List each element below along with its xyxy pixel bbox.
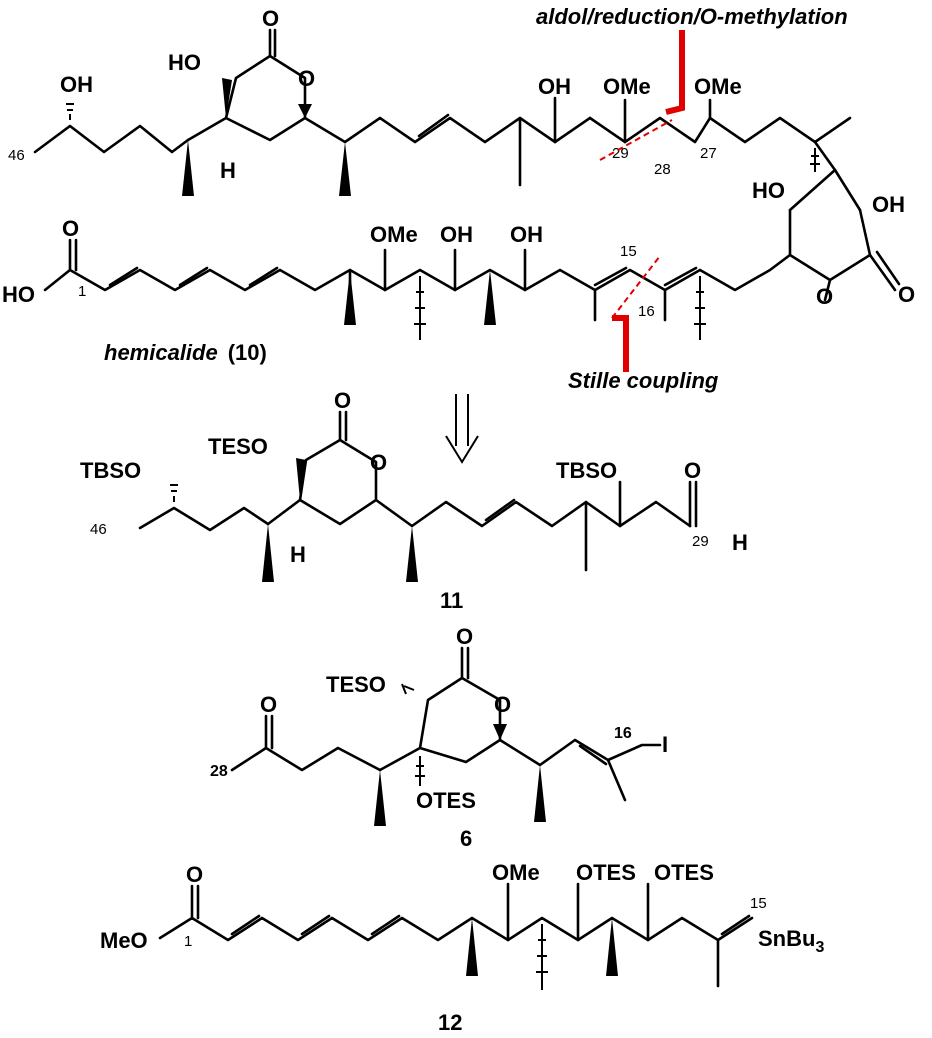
hemicalide-oh-lactone2: OH [872,192,905,217]
hash-bond [170,484,178,502]
hash-bond [415,756,425,786]
wedge-bond [374,770,386,826]
compound-6-skeleton [230,646,662,826]
wedge-bond [222,78,232,118]
hemicalide-c27-number: 27 [700,145,717,162]
c6-c16-number: 16 [614,725,632,742]
wedge-bond [182,140,194,196]
hash-bond [694,276,706,340]
wedge-bond [262,524,274,582]
c12-c1-number: 1 [184,933,192,950]
hemicalide-c29-number: 29 [612,145,629,162]
hemicalide-acid-ho: HO [2,282,35,307]
stille-coupling-label: Stille coupling [568,368,719,393]
hemicalide-lower-skeleton [43,238,792,340]
hemicalide-ome-29: OMe [603,74,651,99]
c6-teso: TESO [326,672,386,697]
compound-11-skeleton [138,410,698,582]
c12-number: 12 [438,1010,462,1035]
wedge-bond [406,526,418,582]
c12-otes-1: OTES [576,860,636,885]
wedge-bond [296,458,306,500]
hash-bond [401,683,415,695]
hemicalide-number: 10 [235,340,259,365]
c11-carbonyl-o: O [334,388,351,413]
aldol-reduction-label: aldol/reduction/O-methylation [536,4,848,29]
hemicalide-ho-lactone: HO [168,50,201,75]
hemicalide-c16-number: 16 [638,303,655,320]
hemicalide-upper-skeleton [33,28,901,302]
c12-carbonyl-o: O [186,862,203,887]
hemicalide-h: H [220,158,236,183]
c6-ring-o: O [494,692,511,717]
wedge-bond [339,142,351,196]
wedge-bond [534,765,546,822]
c6-iodo: I [662,732,668,757]
hemicalide-c1-number: 1 [78,283,86,300]
wedge-bond [466,918,478,976]
c12-otes-2: OTES [654,860,714,885]
hash-bond [414,276,426,340]
hemicalide-ome-27: OMe [694,74,742,99]
hash-bond [810,148,820,172]
c11-h: H [290,542,306,567]
wedge-bond [298,104,312,118]
c11-tbso-46: TBSO [80,458,141,483]
c12-c15-number: 15 [750,895,767,912]
c11-ring-o: O [370,450,387,475]
c11-number: 11 [440,588,463,613]
stille-disconnection [611,255,661,372]
hemicalide-oh-lower1: OH [440,222,473,247]
hemicalide-lactone-ring-o: O [298,66,315,91]
c6-otes: OTES [416,788,476,813]
c11-teso: TESO [208,434,268,459]
hemicalide-name: hemicalide (10) [104,340,267,365]
c12-meo: MeO [100,928,148,953]
wedge-bond [484,270,496,325]
c12-ome: OMe [492,860,540,885]
hemicalide-c28-number: 28 [654,161,671,178]
compound-12-skeleton [158,882,754,990]
c6-carbonyl-o: O [456,624,473,649]
hemicalide-ho-quaternary: HO [752,178,785,203]
hash-bond [66,103,74,120]
hemicalide-c15-number: 15 [620,243,637,260]
hemicalide-oh-mid: OH [538,74,571,99]
hemicalide-acid-o: O [62,216,79,241]
retrosynthetic-arrow [445,394,479,464]
c6-ketone-o: O [260,692,277,717]
c11-c46-number: 46 [90,521,107,538]
c11-aldehyde-o: O [684,458,701,483]
hemicalide-ome-lower: OMe [370,222,418,247]
c11-tbso-mid: TBSO [556,458,617,483]
wedge-bond [493,724,507,740]
hemicalide-oh-46: OH [60,72,93,97]
c6-c28-number: 28 [210,763,228,780]
hemicalide-oh-lower2: OH [510,222,543,247]
hemicalide-lactone-carbonyl-o: O [262,6,279,31]
c11-aldehyde-h: H [732,530,748,555]
c12-tributylstannyl: SnBu3 [758,926,824,956]
hemicalide-c46-number: 46 [8,147,25,164]
wedge-bond [344,270,356,325]
c6-number: 6 [460,826,472,851]
hemicalide-carbonyl2-o: O [898,282,915,307]
aldol-disconnection [599,30,685,161]
hemicalide-ring2-o: O [816,284,833,309]
hash-bond [536,924,548,990]
wedge-bond [606,918,618,976]
c11-c29-number: 29 [692,533,709,550]
